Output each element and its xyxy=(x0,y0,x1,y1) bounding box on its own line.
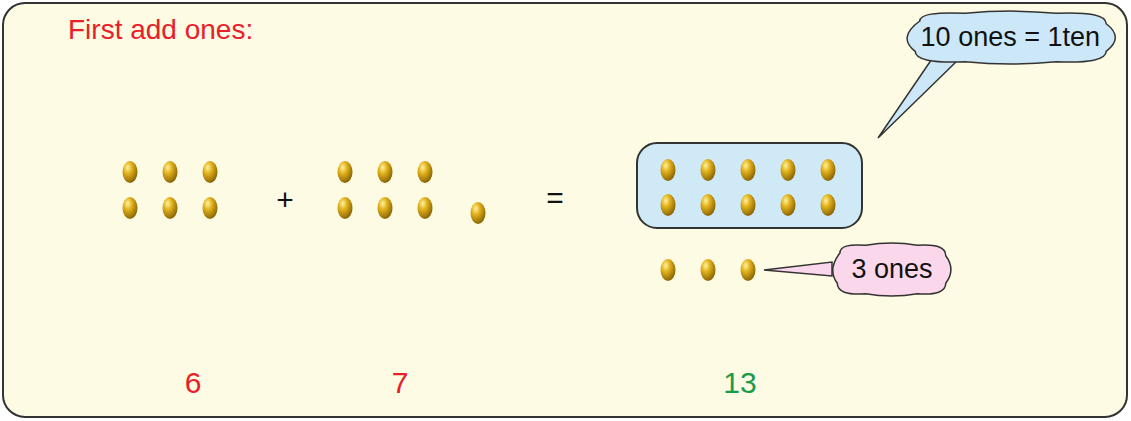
beads-three xyxy=(661,259,756,281)
beads-seven xyxy=(338,161,486,224)
number: 13 xyxy=(723,366,756,401)
beads-ten xyxy=(661,159,836,216)
callout-text: 10 ones = 1ten xyxy=(921,22,1100,53)
beads-six xyxy=(123,161,218,219)
speech-cloud: 3 ones xyxy=(827,242,956,297)
callout-tail xyxy=(764,262,832,276)
speech-cloud: 10 ones = 1ten xyxy=(897,10,1124,65)
equals-sign: = xyxy=(546,181,564,216)
number: 7 xyxy=(392,366,409,401)
cloud-text-group: 10 ones = 1ten xyxy=(921,22,1100,53)
heading: First add ones: xyxy=(68,14,253,46)
ten-group-box xyxy=(637,143,862,228)
callout-text: 3 ones xyxy=(851,254,932,285)
plus-sign: + xyxy=(276,183,294,218)
cloud-text-group: 3 ones xyxy=(851,254,932,285)
number: 6 xyxy=(185,366,202,401)
panel xyxy=(3,3,1127,417)
